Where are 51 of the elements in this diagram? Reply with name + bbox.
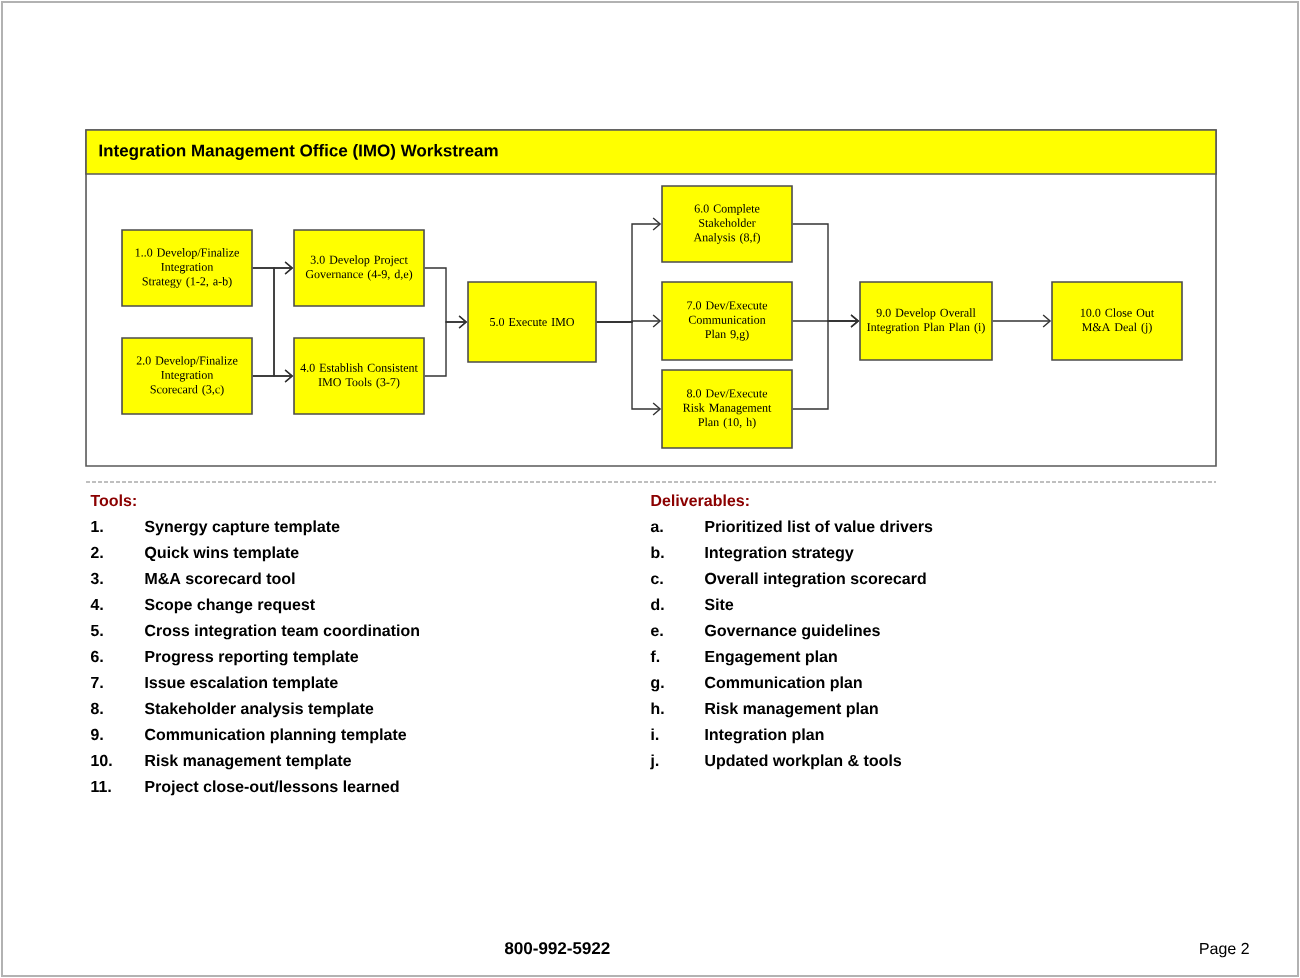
list-letter: b. [651, 546, 664, 559]
list-letter: c. [651, 575, 663, 585]
list-item: Issue escalation template [145, 676, 338, 692]
list-item: Governance guidelines [705, 624, 880, 640]
list-number: 10. [91, 754, 112, 767]
list-item: Project close-out/lessons learned [145, 780, 399, 796]
list-number: 5. [90, 625, 103, 637]
list-item: Site [704, 598, 734, 611]
list-item: Cross integration team coordination [145, 624, 419, 640]
page-number: Page 2 [1200, 942, 1249, 958]
list-item: M&A scorecard tool [145, 572, 295, 585]
list-number: 7. [91, 677, 103, 688]
list-item: Scope change request [144, 598, 315, 614]
list-letter: g. [651, 679, 664, 692]
list-letter: i. [651, 728, 659, 740]
list-number: 4. [90, 599, 103, 610]
list-item: Communication plan [705, 676, 862, 692]
list-letter: j. [650, 754, 659, 770]
list-item: Risk management template [145, 754, 351, 770]
list-item: Integration strategy [705, 546, 854, 562]
list-letter: h. [651, 702, 664, 714]
list-number: 11. [91, 781, 111, 792]
list-item: Engagement plan [705, 650, 837, 666]
list-letter: d. [651, 598, 664, 611]
list-item: Stakeholder analysis template [144, 702, 374, 718]
list-number: 6. [91, 650, 103, 663]
phone-number: 800-992-5922 [504, 942, 610, 955]
list-number: 2. [91, 546, 103, 558]
list-letter: f. [650, 650, 660, 662]
list-item: Updated workplan & tools [705, 754, 902, 770]
arrow [992, 314, 1052, 328]
arrow [792, 314, 860, 410]
arrow [252, 369, 294, 383]
list-item: Synergy capture template [144, 520, 340, 536]
list-item: Overall integration scorecard [705, 572, 926, 588]
list-letter: a. [650, 523, 663, 533]
list-heading: Tools: [90, 494, 136, 507]
list-letter: e. [651, 627, 663, 637]
list-number: 3. [90, 572, 103, 585]
list-item: Risk management plan [705, 702, 878, 718]
list-item: Integration plan [705, 728, 824, 744]
list-item: Prioritized list of value drivers [705, 520, 933, 533]
list-heading: Deliverables: [651, 494, 749, 507]
list-number: 8. [90, 702, 103, 715]
list-number: 9. [91, 728, 103, 741]
list-item: Communication planning template [145, 728, 407, 744]
list-item: Quick wins template [145, 546, 299, 562]
list-number: 1. [91, 521, 103, 532]
list-item: Progress reporting template [145, 650, 359, 666]
arrow [596, 321, 662, 416]
arrow [424, 315, 468, 377]
